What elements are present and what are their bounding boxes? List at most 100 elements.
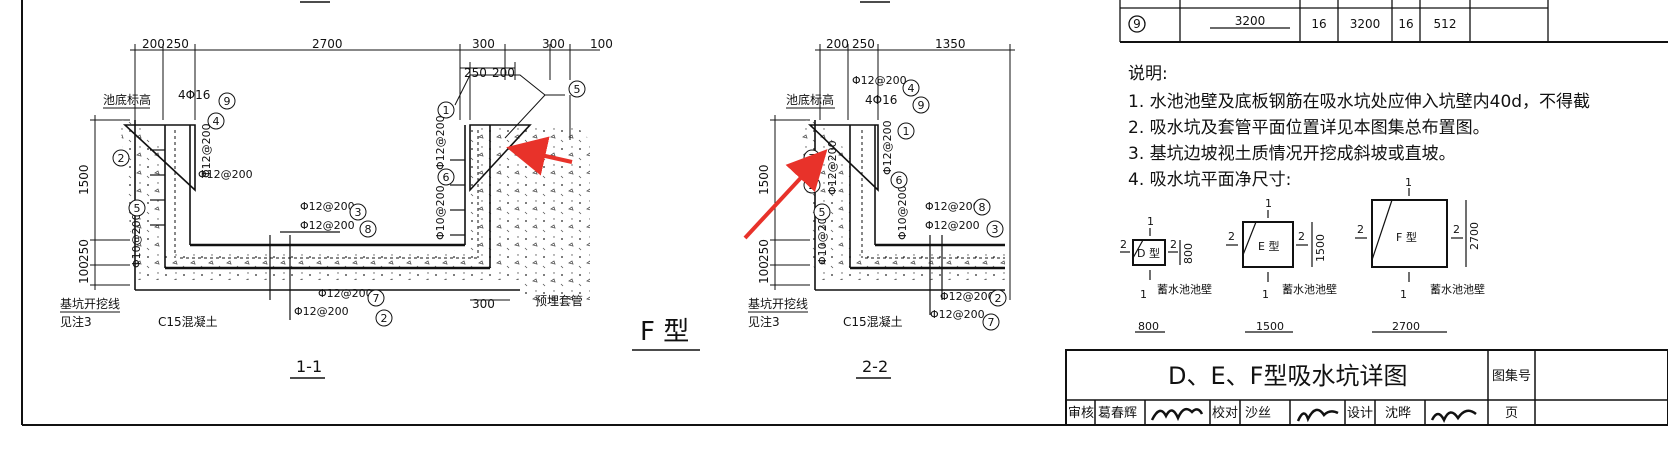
page-label: 页: [1505, 406, 1518, 421]
dim-left-250: 250: [757, 239, 771, 262]
caption-2-2: 2-2: [862, 357, 888, 376]
tag-4: 4: [213, 115, 220, 128]
rebar-4phi16: 4Φ16: [178, 88, 210, 102]
rebar-table: [1119, 0, 1668, 43]
dim-bottom-300: 300: [472, 297, 495, 311]
cell-length: 3200: [1235, 14, 1266, 28]
dim-top-4: 300: [472, 37, 495, 51]
rebar-phi12-c: Φ12@200: [300, 200, 355, 213]
tag-5: 5: [819, 206, 826, 219]
tag-2b: 2: [995, 292, 1002, 305]
label-pipe: 预埋套管: [535, 293, 583, 308]
rebar-phi12-v2: Φ12@200: [826, 140, 839, 195]
signatures: [1150, 407, 1477, 423]
plan-f-sec1-bot: 1: [1400, 288, 1407, 301]
plan-e-wall: 蓄水池池壁: [1282, 282, 1337, 296]
annotation-arrow-2: [743, 149, 828, 240]
title-block-frame: [1065, 349, 1668, 426]
plan-e-label: E 型: [1258, 239, 1279, 253]
checker-name: 沙丝: [1245, 406, 1271, 421]
tag-2: 2: [809, 179, 816, 192]
rebar-phi12-g: Φ12@200: [434, 115, 447, 170]
tag-2b: 2: [381, 312, 388, 325]
atlas-no-label: 图集号: [1492, 368, 1531, 384]
tag-6: 6: [443, 171, 450, 184]
note-item-4: 4. 吸水坑平面净尺寸:: [1128, 170, 1292, 190]
plan-d-wall: 蓄水池池壁: [1157, 282, 1212, 296]
tag-7: 7: [373, 292, 380, 305]
tag-1: 1: [903, 125, 910, 138]
rebar-phi12-a: Φ12@200: [200, 123, 213, 178]
dim-left-1500: 1500: [77, 164, 91, 195]
rebar-phi12-b: Φ12@200: [198, 168, 253, 181]
tag-7b: 7: [988, 316, 995, 329]
tag-2: 2: [118, 152, 125, 165]
section-2-2: 200 250 1350 1500 250 100 池底标高 Φ12@200 4…: [743, 1, 1015, 379]
section-1-1: 200 250 2700 300 300 100 250 200 1500 25…: [60, 1, 613, 379]
rebar-phi12-d: Φ12@200: [300, 219, 355, 232]
dim-top-1: 200: [142, 37, 165, 51]
tag-3: 3: [992, 223, 999, 236]
cell-total: 512: [1434, 17, 1457, 31]
dim-inner-1: 250: [464, 66, 487, 80]
plan-f-height: 2700: [1468, 222, 1481, 250]
plan-f-width: 2700: [1392, 320, 1420, 333]
tag-5: 5: [134, 202, 141, 215]
rebar-phi12-a: Φ12@200: [925, 200, 980, 213]
rebar-phi12-f: Φ12@200: [294, 305, 349, 318]
rebar-phi12-top: Φ12@200: [852, 74, 907, 87]
rebar-phi10-v2: Φ10@200: [896, 185, 909, 240]
check-label: 校对: [1212, 405, 1238, 421]
plan-d-sec1-top: 1: [1147, 215, 1154, 228]
dim-inner-2: 200: [492, 66, 515, 80]
plan-f-wall: 蓄水池池壁: [1430, 282, 1485, 296]
cell-length-2: 3200: [1350, 17, 1381, 31]
plan-f-sec2-right: 2: [1453, 223, 1460, 236]
dim-top-1: 200: [826, 37, 849, 51]
rebar-phi12-v1: Φ12@200: [881, 120, 894, 175]
tag-6: 6: [896, 174, 903, 187]
note-item-2: 2. 吸水坑及套管平面位置详见本图集总布置图。: [1128, 118, 1490, 138]
tag-8: 8: [979, 201, 986, 214]
plan-e-sec1-top: 1: [1265, 197, 1272, 210]
label-pit-line: 基坑开挖线: [60, 296, 120, 311]
caption-1-1: 1-1: [296, 357, 322, 376]
plan-e-sec2-right: 2: [1298, 230, 1305, 243]
annotation-arrow-1: [506, 136, 573, 176]
plan-e-sec1-bot: 1: [1262, 288, 1269, 301]
plan-d-label: D 型: [1137, 246, 1160, 260]
review-label: 审核: [1068, 406, 1094, 421]
plan-d-sec2-right: 2: [1170, 238, 1177, 251]
label-c15: C15混凝土: [158, 314, 218, 329]
pit-concrete-fill: [120, 120, 590, 300]
rebar-phi12-e: Φ12@200: [318, 287, 373, 300]
plan-f: [1355, 188, 1467, 333]
notes-heading: 说明:: [1128, 64, 1168, 84]
tag-1: 1: [443, 104, 450, 117]
dim-left-100: 100: [757, 261, 771, 284]
label-see-note: 见注3: [748, 314, 780, 329]
note-item-3: 3. 基坑边坡视土质情况开挖成斜坡或直坡。: [1128, 144, 1456, 164]
plan-d-sec2-left: 2: [1120, 238, 1127, 251]
note-item-1: 1. 水池池壁及底板钢筋在吸水坑处应伸入坑壁内40d，不得截: [1128, 92, 1591, 112]
rebar-4phi16: 4Φ16: [865, 93, 897, 107]
tag-3: 3: [355, 206, 362, 219]
rebar-phi10-v: Φ10@200: [816, 210, 829, 265]
designer-name: 沈晔: [1385, 406, 1411, 421]
drawing-title: D、E、F型吸水坑详图: [1168, 362, 1407, 390]
plan-d-width: 800: [1138, 320, 1159, 333]
label-see-note: 见注3: [60, 314, 92, 329]
tag-9: 9: [918, 99, 925, 112]
dim-left-100: 100: [77, 261, 91, 284]
tag-8: 8: [365, 223, 372, 236]
plan-e: [1226, 210, 1313, 333]
plan-d-sec1-bot: 1: [1140, 288, 1147, 301]
plan-f-label: F 型: [1396, 230, 1417, 244]
plan-d: [1120, 228, 1181, 333]
cell-no: 9: [1133, 17, 1141, 31]
plan-f-sec2-left: 2: [1357, 223, 1364, 236]
label-pool-bottom: 池底标高: [103, 92, 151, 107]
rebar-phi12-d: Φ12@200: [930, 308, 985, 321]
table-row: 9 3200 16 3200 16 512: [1133, 14, 1456, 31]
